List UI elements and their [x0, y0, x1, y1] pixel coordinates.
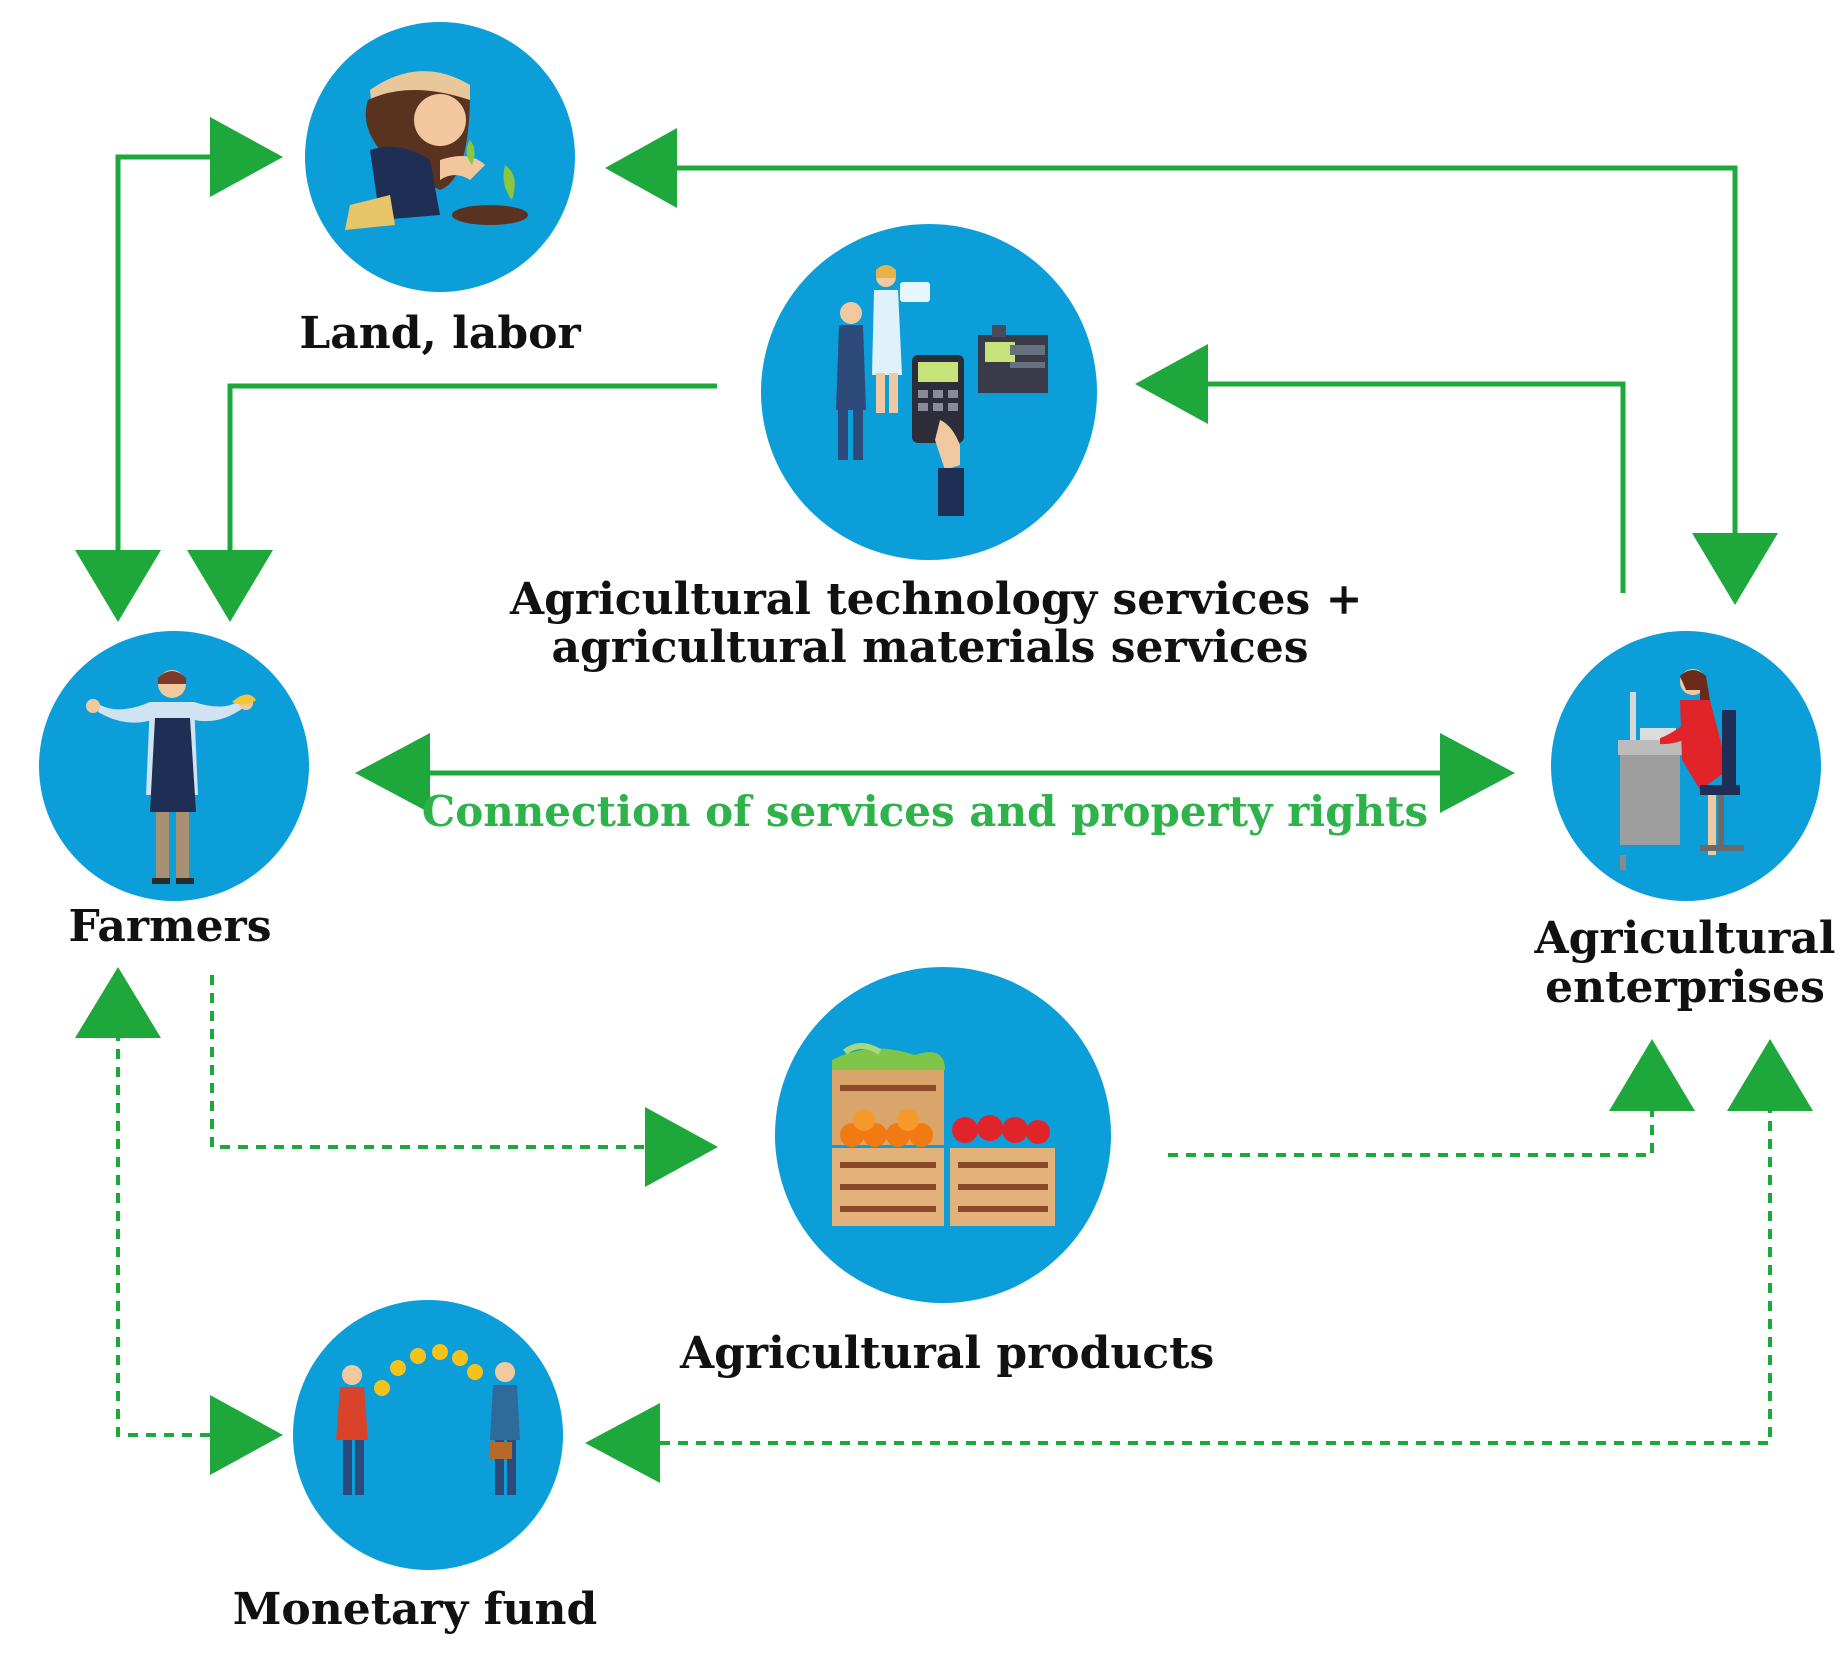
arrowhead-to-land-from-enterprises — [605, 128, 677, 208]
connector-enterprises-fund — [655, 1103, 1772, 1445]
label-enterprises-line2: enterprises — [1545, 962, 1825, 1013]
farmer-girl-planting-icon — [345, 71, 528, 230]
produce-crates-icon — [832, 1043, 1055, 1226]
arrowhead-to-farmers-from-fund — [75, 967, 161, 1038]
arrowhead-to-fund-from-enterprises — [585, 1403, 660, 1483]
label-tech-services-line1: Agricultural technology services + — [510, 574, 1363, 625]
node-farmers — [39, 631, 309, 901]
arrowhead-to-enterprises-from-fund — [1727, 1039, 1813, 1111]
arrowhead-to-farmers-from-tech — [187, 550, 273, 622]
node-tech-services — [761, 224, 1097, 560]
label-tech-services-line2: agricultural materials services — [551, 622, 1309, 673]
money-exchange-icon — [336, 1344, 520, 1495]
connector-farmers-land — [115, 154, 210, 555]
node-land-labor — [305, 22, 575, 292]
connector-enterprises-tech — [1200, 381, 1626, 593]
connector-farmers-products — [210, 975, 650, 1149]
connector-tech-farmers — [227, 383, 717, 555]
arrowhead-to-land-from-farmers — [210, 117, 283, 197]
node-enterprises — [1551, 631, 1821, 901]
arrowhead-to-tech-from-enterprises — [1135, 344, 1208, 424]
service-staff-payment-terminal-icon — [836, 265, 1048, 516]
arrowheads — [75, 117, 1813, 1483]
node-products — [775, 967, 1111, 1303]
connectors — [115, 154, 1738, 776]
connection-label: Connection of services and property righ… — [421, 787, 1429, 836]
node-monetary-fund — [293, 1300, 563, 1570]
arrowhead-to-enterprises-from-farmers — [1440, 733, 1515, 813]
arrowhead-to-enterprises-from-products — [1609, 1039, 1695, 1111]
farmer-with-apron-icon — [86, 670, 256, 884]
label-enterprises-line1: Agricultural — [1534, 913, 1836, 964]
label-monetary-fund: Monetary fund — [232, 1584, 598, 1635]
arrowhead-to-products-from-farmers — [645, 1107, 718, 1187]
arrowhead-to-farmers-from-enterprises — [355, 733, 430, 813]
arrowhead-to-farmers-from-land — [75, 550, 161, 622]
label-farmers: Farmers — [68, 901, 272, 952]
connector-products-enterprises — [1168, 1103, 1654, 1157]
dashed-connectors — [116, 975, 1772, 1445]
label-land-labor: Land, labor — [299, 308, 581, 359]
connector-enterprises-land — [675, 165, 1738, 560]
woman-at-office-desk-icon — [1618, 669, 1744, 870]
arrowhead-to-enterprises-from-land — [1692, 533, 1778, 605]
label-products: Agricultural products — [680, 1328, 1215, 1379]
arrowhead-to-fund-from-farmers — [210, 1395, 283, 1475]
connector-fund-farmers — [116, 1033, 210, 1437]
